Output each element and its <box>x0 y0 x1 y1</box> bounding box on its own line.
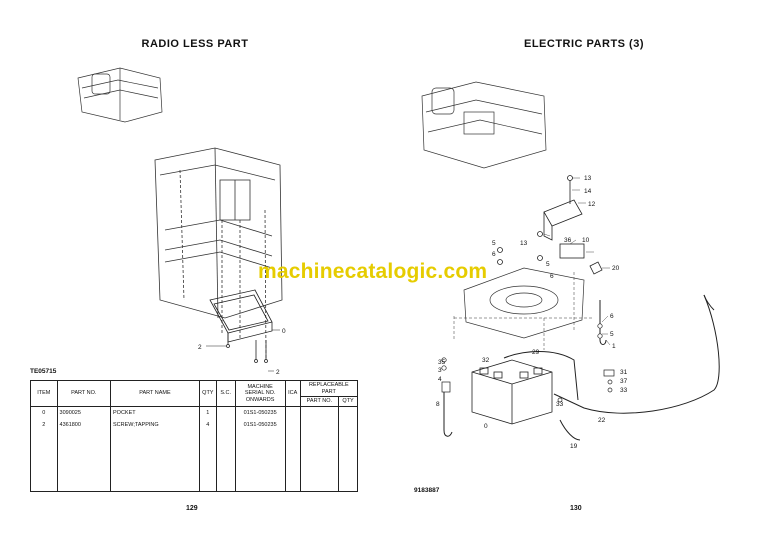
cell-sc <box>215 406 236 419</box>
callout-36: 36 <box>564 237 572 244</box>
cell-part-name: SCREW;TAPPING <box>110 418 200 431</box>
callout-6b: 6 <box>550 273 554 280</box>
cell-ica <box>284 418 301 431</box>
callout-2a: 2 <box>198 344 202 351</box>
page-number: 129 <box>186 505 198 512</box>
callout-19: 19 <box>570 443 578 450</box>
callout-35: 35 <box>438 359 446 366</box>
header-replaceable: REPLACEABLE PART <box>299 379 359 398</box>
callout-14: 14 <box>584 188 592 195</box>
cell-rep-qty <box>338 406 358 419</box>
figure-code: TE05715 <box>30 368 57 375</box>
watermark: machinecatalogic.com <box>258 260 488 283</box>
callout-29: 29 <box>532 349 540 356</box>
header-item: ITEM <box>30 380 58 407</box>
callout-13b: 13 <box>520 240 528 247</box>
callout-3: 3 <box>438 367 442 374</box>
header-machine-serial: MACHINE SERIAL NO. ONWARDS <box>234 380 286 407</box>
radio-less-part-diagram: 0 2 2 <box>77 67 286 376</box>
cell-part-name: POCKET <box>110 406 200 419</box>
page-title: ELECTRIC PARTS (3) <box>523 38 645 50</box>
left-page: RADIO LESS PART <box>30 38 359 512</box>
header-qty: QTY <box>198 380 217 407</box>
table-row: 0 3090025 POCKET 1 01S1-050235 <box>30 406 358 419</box>
callout-8: 8 <box>436 401 440 408</box>
figure-code: 9183887 <box>414 487 440 494</box>
callout-1: 1 <box>612 343 616 350</box>
cell-item: 2 <box>30 418 58 431</box>
header-sc: S.C. <box>215 380 236 407</box>
callout-4: 4 <box>438 376 442 383</box>
callout-13: 13 <box>584 175 592 182</box>
cell-rep-part-no <box>299 418 340 431</box>
table-row: 2 4361800 SCREW;TAPPING 4 01S1-050235 <box>30 418 358 431</box>
callout-5c: 5 <box>610 331 614 338</box>
page-number: 130 <box>570 505 582 512</box>
page-title: RADIO LESS PART <box>141 38 249 50</box>
callout-0: 0 <box>484 423 488 430</box>
cell-ica <box>284 406 301 419</box>
cell-serial: 01S1-050235 <box>234 418 286 431</box>
callout-5: 5 <box>492 240 496 247</box>
callout-6c: 6 <box>610 313 614 320</box>
callout-10: 10 <box>582 237 590 244</box>
table-row-empty <box>30 430 358 492</box>
header-part-no: PART NO. <box>56 380 112 407</box>
callout-33: 33 <box>620 387 628 394</box>
callout-32: 32 <box>482 357 490 364</box>
cell-qty: 1 <box>198 406 217 419</box>
cell-serial: 01S1-050235 <box>234 406 286 419</box>
cell-part-no: 3090025 <box>56 406 112 419</box>
cell-sc <box>215 418 236 431</box>
cell-rep-part-no <box>299 406 340 419</box>
cell-qty: 4 <box>198 418 217 431</box>
callout-6: 6 <box>492 251 496 258</box>
callout-37: 37 <box>620 378 628 385</box>
cell-rep-qty <box>338 418 358 431</box>
header-rep-part-no: PART NO. <box>299 396 340 407</box>
header-rep-qty: QTY <box>338 396 358 407</box>
callout-2b: 2 <box>276 369 280 376</box>
callout-5b: 5 <box>546 261 550 268</box>
callout-12: 12 <box>588 201 596 208</box>
callout-22: 22 <box>598 417 606 424</box>
callout-20: 20 <box>612 265 620 272</box>
header-part-name: PART NAME <box>110 380 200 407</box>
callout-31: 31 <box>620 369 628 376</box>
header-ica: ICA <box>284 380 301 407</box>
cell-part-no: 4361800 <box>56 418 112 431</box>
right-page: ELECTRIC PARTS (3) <box>384 0 768 543</box>
callout-33b: 33 <box>556 401 564 408</box>
electric-parts-diagram: 13 14 12 5 6 13 36 10 5 6 20 6 5 1 29 32… <box>421 81 720 450</box>
parts-table: ITEM PART NO. PART NAME QTY S.C. MACHINE… <box>30 379 359 492</box>
cell-item: 0 <box>30 406 58 419</box>
callout-0: 0 <box>282 328 286 335</box>
